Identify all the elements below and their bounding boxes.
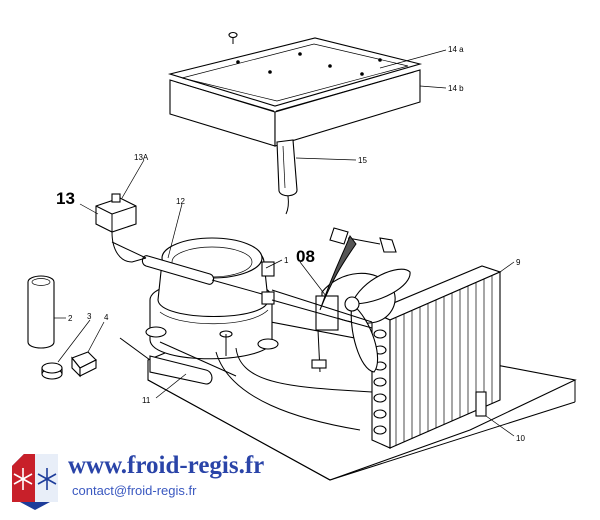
label-10: 10 [516, 434, 525, 443]
relay-cap-2 [27, 275, 55, 349]
capillary-tube [276, 139, 298, 215]
label-1: 1 [284, 256, 289, 265]
thermostat-switch [95, 193, 147, 263]
label-9: 9 [516, 258, 521, 267]
snowflake-flag-logo [12, 454, 58, 510]
label-13: 13 [56, 189, 75, 208]
label-4: 4 [104, 313, 109, 322]
contact-email-link[interactable]: contact@froid-regis.fr [72, 483, 197, 498]
capacitor-clip-3 [41, 362, 63, 380]
label-14a: 14 a [448, 45, 464, 54]
label-14b: 14 b [448, 84, 464, 93]
compressor [145, 237, 279, 360]
label-11: 11 [142, 396, 151, 405]
terminal-clip-4 [71, 351, 97, 378]
leader-lines [54, 49, 515, 437]
website-link[interactable]: www.froid-regis.fr [68, 452, 265, 479]
label-13a: 13A [134, 153, 149, 162]
label-12: 12 [176, 197, 185, 206]
label-3: 3 [87, 312, 92, 321]
start-relay [119, 337, 213, 385]
part-labels: 14 a 14 b 15 13A 13 12 1 08 9 2 3 4 11 1… [56, 45, 525, 443]
filter-drier [111, 241, 263, 295]
label-08: 08 [296, 247, 315, 266]
label-15: 15 [358, 156, 367, 165]
evaporator-plate [167, 37, 423, 147]
label-2: 2 [68, 314, 73, 323]
fan-motor [311, 227, 411, 373]
refrigerant-pipes [159, 289, 373, 431]
plate-screw-icon [228, 31, 238, 44]
